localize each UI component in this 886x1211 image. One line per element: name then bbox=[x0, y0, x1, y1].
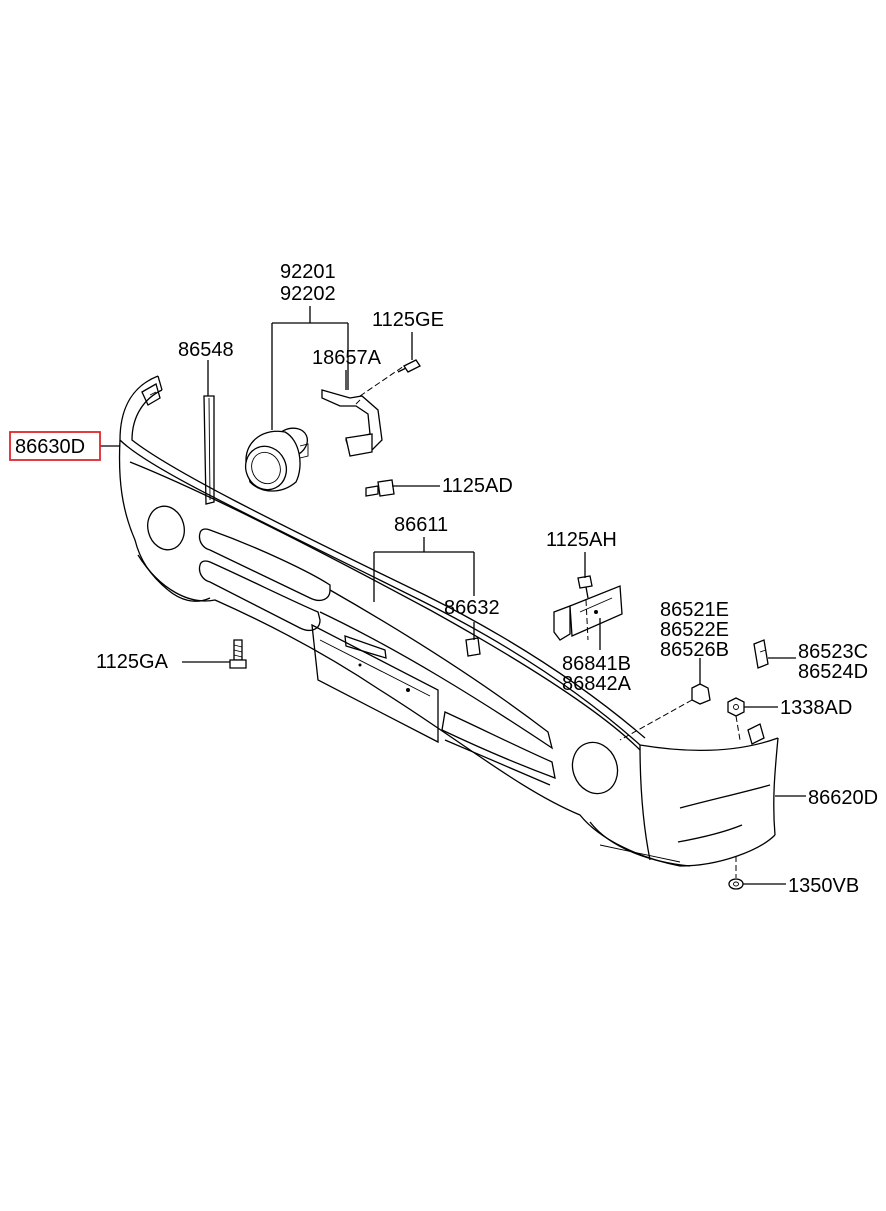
label-86524D[interactable]: 86524D bbox=[798, 661, 868, 683]
label-86521E[interactable]: 86521E bbox=[660, 599, 729, 621]
label-86526B[interactable]: 86526B bbox=[660, 639, 729, 661]
selected-part-highlight-box bbox=[9, 431, 101, 461]
part-86632-clip bbox=[465, 637, 481, 657]
part-86521E-clip bbox=[691, 683, 711, 705]
label-1125GA[interactable]: 1125GA bbox=[96, 651, 169, 673]
bumper-right-mount-bracket bbox=[747, 723, 765, 745]
part-1125GA-bolt bbox=[229, 639, 247, 669]
label-86523C[interactable]: 86523C bbox=[798, 641, 868, 663]
part-92201-fog-lamp bbox=[244, 427, 309, 492]
label-86842A[interactable]: 86842A bbox=[562, 673, 632, 695]
part-1125AH-screw bbox=[577, 575, 593, 599]
label-86522E[interactable]: 86522E bbox=[660, 619, 729, 641]
label-1338AD[interactable]: 1338AD bbox=[780, 697, 852, 719]
label-86632[interactable]: 86632 bbox=[444, 597, 500, 619]
assembly-lines bbox=[359, 365, 741, 878]
bumper-left-mount-bracket bbox=[141, 383, 161, 406]
label-1125GE[interactable]: 1125GE bbox=[372, 309, 444, 331]
label-86611[interactable]: 86611 bbox=[394, 514, 448, 536]
label-18657A[interactable]: 18657A bbox=[312, 347, 382, 369]
part-1125GE-screw bbox=[397, 359, 421, 373]
part-1338AD-nut bbox=[727, 697, 745, 717]
label-1125AH[interactable]: 1125AH bbox=[546, 529, 617, 551]
part-18657A-bracket bbox=[321, 389, 383, 457]
label-92202[interactable]: 92202 bbox=[280, 283, 336, 305]
label-92201[interactable]: 92201 bbox=[280, 261, 336, 283]
part-1350VB-nut bbox=[728, 878, 744, 890]
part-labels: 92201 92202 1125GE 86548 18657A 86630D 1… bbox=[15, 261, 878, 897]
part-86548-strip bbox=[203, 395, 215, 505]
label-86620D[interactable]: 86620D bbox=[808, 787, 878, 809]
part-1125AD-bolt bbox=[365, 479, 395, 497]
label-86630D[interactable]: 86630D bbox=[15, 436, 85, 458]
part-86841B-bracket bbox=[553, 585, 623, 641]
front-bumper-cover bbox=[118, 375, 779, 867]
leader-lines bbox=[100, 306, 806, 885]
part-86523C-clip bbox=[753, 639, 769, 669]
label-1125AD[interactable]: 1125AD bbox=[442, 475, 513, 497]
label-86841B[interactable]: 86841B bbox=[562, 653, 631, 675]
label-86548[interactable]: 86548 bbox=[178, 339, 234, 361]
label-1350VB[interactable]: 1350VB bbox=[788, 875, 859, 897]
